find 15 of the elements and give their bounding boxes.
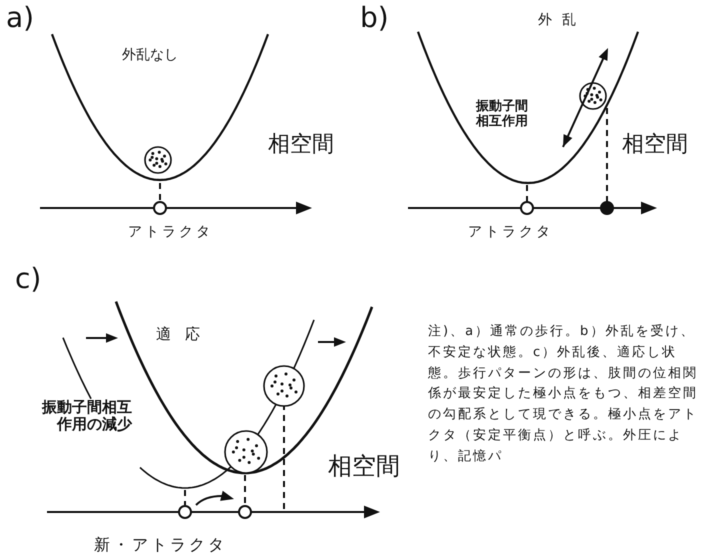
annotation-text: アトラクタ	[128, 224, 213, 240]
panel-label: b)	[360, 2, 389, 34]
note-paragraph: 注)、a）通常の歩行。b）外乱を受け、不安定な状態。c）外乱後、適応し状態。歩行パターンの形は、肢間の位相関係が最安定した極小点をもつ、相差空間の勾配系として現できる。極小点をアトクタ（安定平衡点）と呼ぶ。外圧により、記憶パ	[428, 323, 699, 466]
annotation-text: アトラクタ	[468, 224, 553, 240]
annotation-text: 振動子間相互作用の減少	[40, 399, 132, 434]
annotation-text: 適応	[156, 326, 214, 344]
panel-label: c)	[15, 263, 42, 296]
panel-label: a)	[6, 2, 34, 34]
annotation-text: 新・アトラクタ	[94, 536, 227, 554]
annotation-text: 外乱	[538, 12, 586, 28]
annotation-text: 振動子間相互作用	[476, 100, 529, 130]
axis-label: 相空間	[268, 132, 334, 158]
axis-label: 相空間	[328, 453, 400, 481]
annotation-text: 外乱なし	[122, 47, 178, 64]
axis-label: 相空間	[622, 132, 688, 158]
